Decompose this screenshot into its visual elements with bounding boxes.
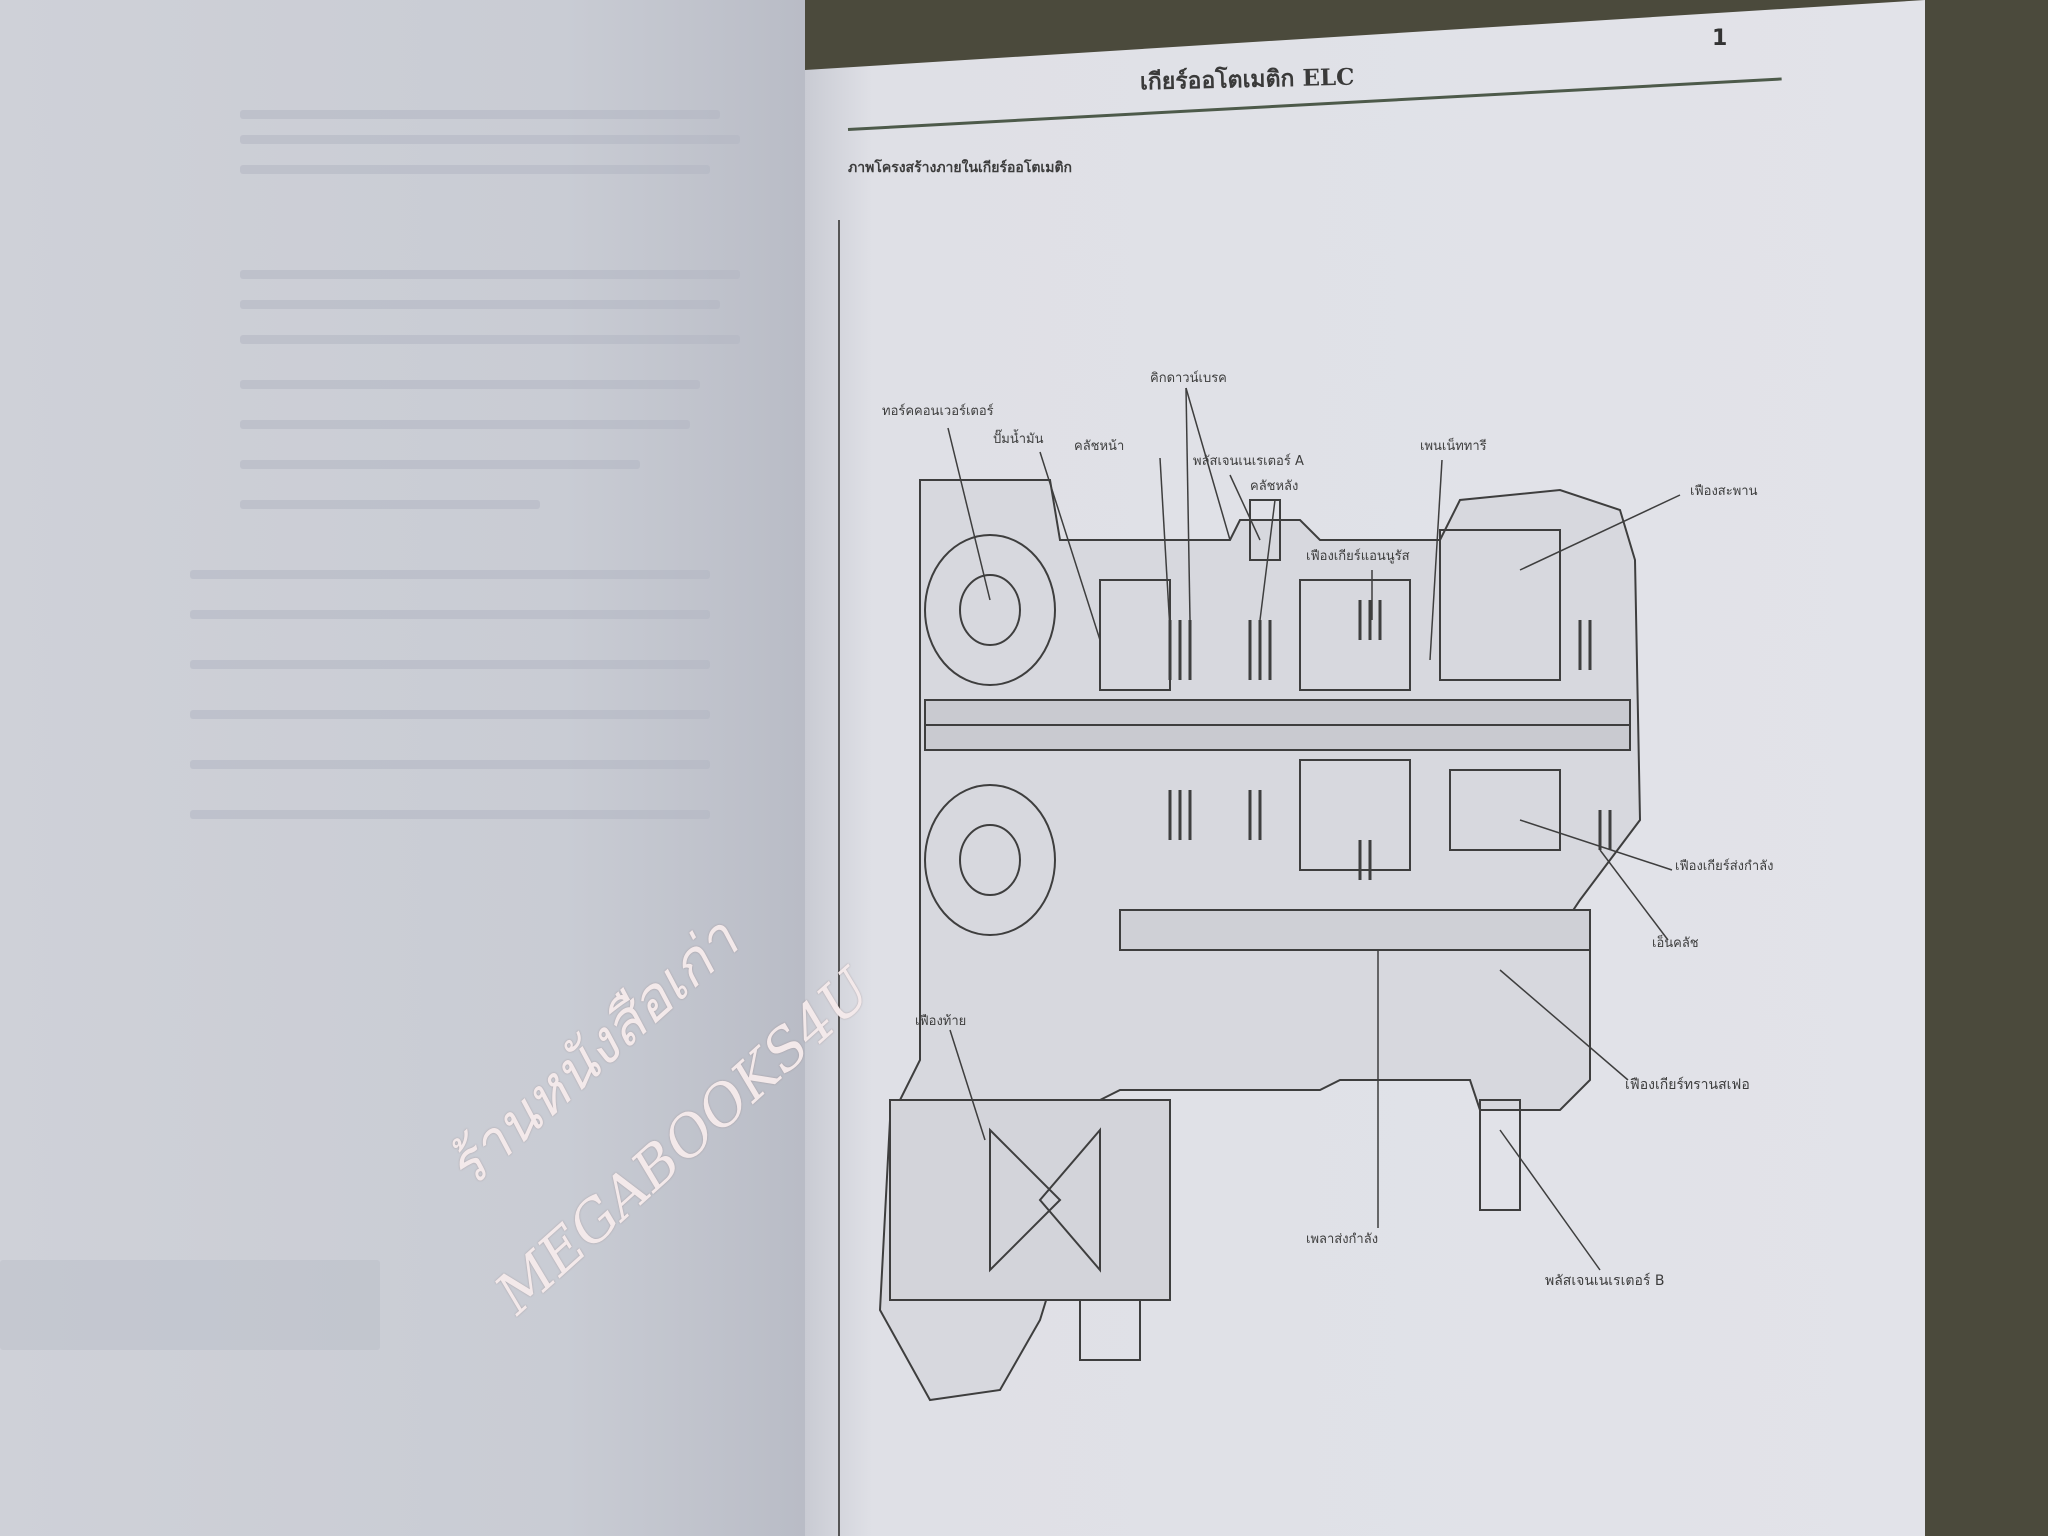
- label-output-gear: เฟืองเกียร์ส่งกำลัง: [1675, 859, 1774, 874]
- label-planetary: เพนเน็ททารี: [1420, 439, 1487, 454]
- label-kickdown-brake: คิกดาวน์เบรค: [1150, 371, 1227, 386]
- label-oil-pump: ปั๊มน้ำมัน: [993, 432, 1044, 447]
- torque-converter: [924, 534, 1056, 936]
- figure-title: ภาพโครงสร้างภายในเกียร์ออโตเมติก: [848, 160, 1073, 176]
- label-end-clutch: เอ็นคลัช: [1652, 936, 1699, 951]
- label-rear-clutch: คลัชหลัง: [1250, 479, 1299, 494]
- page-number: 1: [1712, 26, 1728, 51]
- label-front-clutch: คลัชหน้า: [1074, 439, 1125, 454]
- left-page: [0, 0, 805, 1536]
- gear-train: [1099, 499, 1591, 1211]
- differential: [889, 1099, 1171, 1361]
- label-pulse-generator-a: พลัสเจนเนเรเตอร์ A: [1193, 454, 1304, 469]
- label-pulse-generator-b: พลัสเจนเนเรเตอร์ B: [1545, 1273, 1665, 1289]
- leader-lines: [947, 387, 1681, 1271]
- margin-rule: [838, 220, 840, 1536]
- label-differential: เฟืองท้าย: [915, 1014, 967, 1029]
- label-transfer-gear: เฟืองเกียร์ทรานสเฟอ: [1625, 1077, 1750, 1093]
- label-output-shaft: เพลาส่งกำลัง: [1306, 1232, 1379, 1247]
- label-torque-converter: ทอร์คคอนเวอร์เตอร์: [882, 404, 994, 419]
- label-annulus-gear: เฟืองเกียร์แอนนูรัส: [1306, 549, 1410, 564]
- label-bridge-gear: เฟืองสะพาน: [1690, 484, 1758, 499]
